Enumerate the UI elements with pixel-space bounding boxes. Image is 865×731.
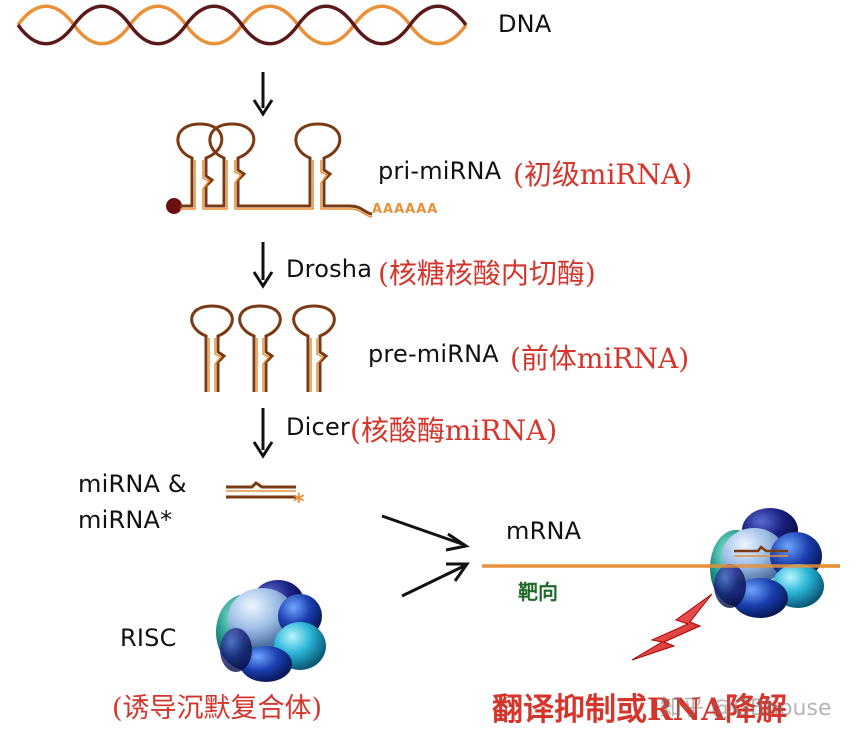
label-mirna-star: miRNA* (78, 506, 173, 534)
process-arrows (252, 72, 470, 598)
label-outcome: 翻译抑制或RNA降解 (492, 692, 788, 728)
label-mrna: mRNA (506, 517, 582, 545)
arrow-mirna-to-target (381, 514, 463, 546)
label-pri-mirna: pri-miRNA (378, 157, 502, 185)
label-dna: DNA (498, 10, 552, 38)
mirna-duplex: * (226, 481, 305, 515)
label-mirna-pair: miRNA & (78, 470, 187, 498)
lightning-bolt-icon (631, 593, 713, 661)
hairpin-1 (190, 304, 234, 392)
label-pre-mirna-cn: (前体miRNA) (510, 342, 690, 375)
label-drosha-cn: (核糖核酸内切酶) (378, 257, 596, 290)
label-target: 靶向 (518, 580, 558, 604)
hairpin-3 (292, 304, 336, 392)
risc-bound-complex (706, 508, 840, 618)
label-dicer-cn: (核酸酶miRNA) (350, 414, 558, 447)
label-pre-mirna: pre-miRNA (368, 340, 499, 368)
label-risc: RISC (120, 624, 177, 652)
cap-dot (166, 198, 182, 214)
label-drosha: Drosha (286, 255, 373, 283)
pre-mirna-hairpins (190, 304, 336, 392)
label-risc-cn: (诱导沉默复合体) (112, 693, 323, 724)
star-marker: * (293, 490, 305, 515)
watermark: 知乎 @GBhouse (660, 696, 832, 721)
label-polya-tail: AAAAAA (372, 202, 439, 217)
risc-complex (216, 580, 326, 682)
pri-mirna-structure (166, 122, 373, 218)
dna-strand-b (16, 4, 468, 46)
label-dicer: Dicer (286, 413, 350, 441)
dna-helix (16, 4, 468, 46)
label-pri-mirna-cn: (初级miRNA) (513, 158, 693, 191)
hairpin-2 (238, 304, 282, 392)
arrow-risc-to-target (401, 564, 465, 598)
